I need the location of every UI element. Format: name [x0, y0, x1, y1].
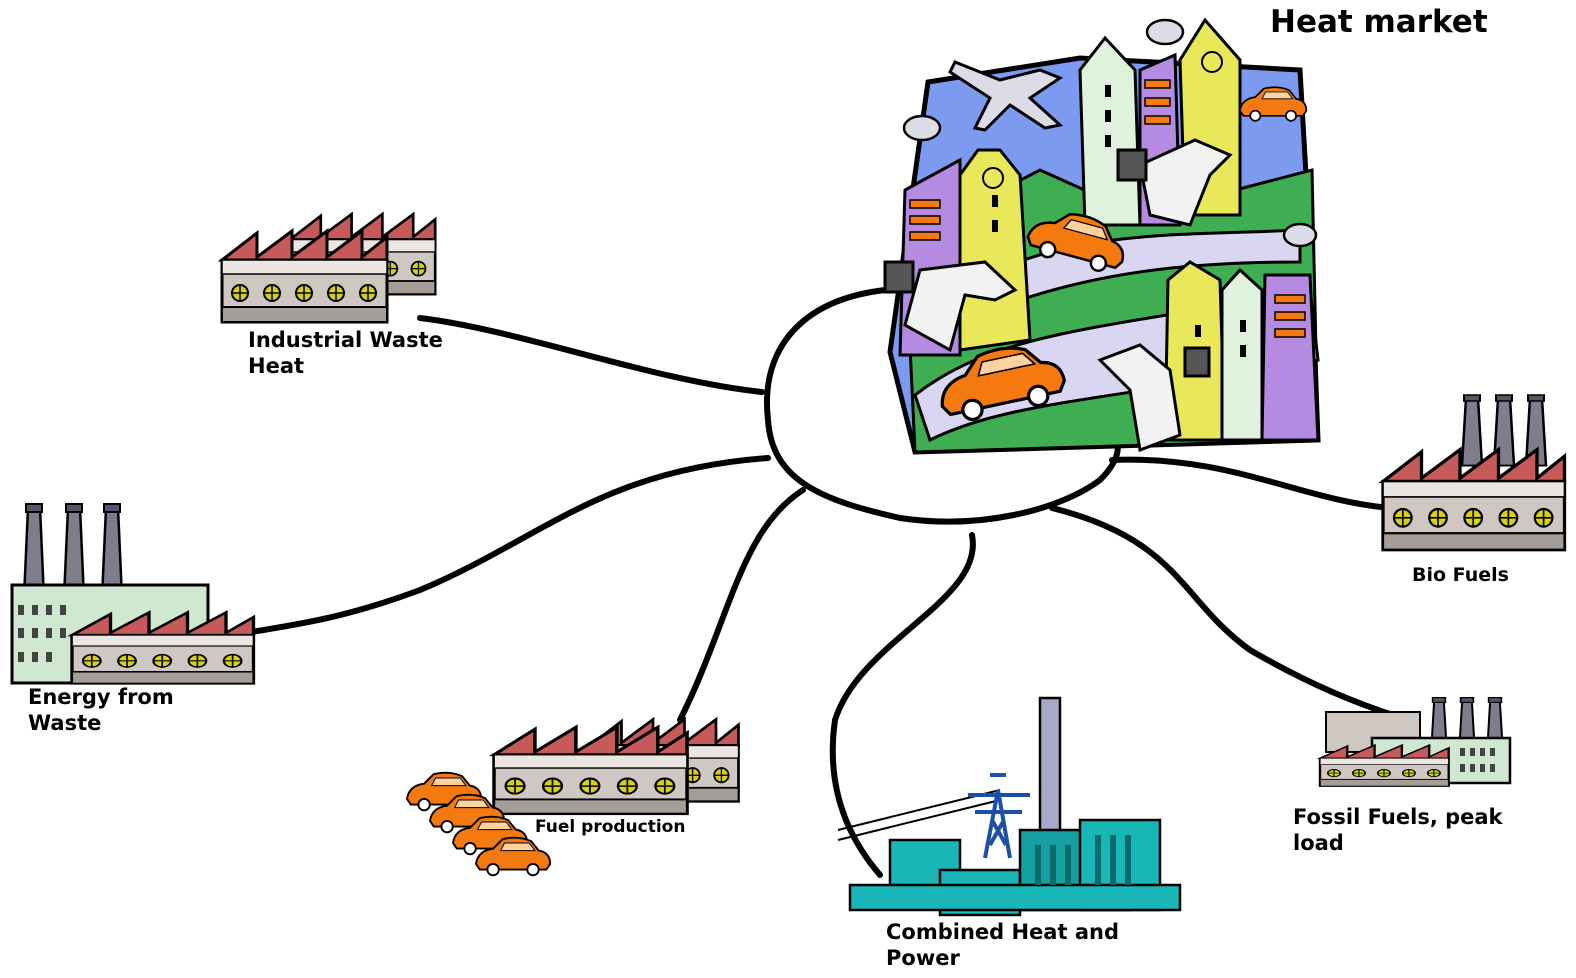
line-fuel	[677, 487, 806, 723]
fuel-production-icon	[406, 718, 740, 877]
bio-fuels-icon	[1381, 393, 1567, 552]
industrial-waste-heat-icon	[220, 212, 437, 324]
label-chp: Combined Heat and Power	[886, 920, 1119, 970]
label-industrial-waste-heat: Industrial Waste Heat	[248, 328, 443, 378]
label-energy-from-waste: Energy from Waste	[28, 685, 174, 735]
chp-plant-icon	[837, 696, 1182, 917]
city-illustration	[883, 17, 1321, 455]
label-fuel-production: Fuel production	[535, 817, 686, 837]
energy-from-waste-icon	[10, 502, 256, 686]
fossil-fuels-icon	[1318, 696, 1512, 788]
line-energy-waste	[249, 455, 771, 635]
connection-lines	[249, 287, 1411, 878]
line-industrial	[417, 315, 765, 395]
line-bio	[1109, 456, 1393, 511]
heat-market-title: Heat market	[1270, 4, 1488, 40]
label-bio-fuels: Bio Fuels	[1412, 564, 1509, 586]
line-chp	[829, 532, 976, 878]
hub-loop	[764, 287, 1121, 525]
label-fossil-fuels: Fossil Fuels, peak load	[1293, 805, 1503, 855]
line-fossil	[1049, 505, 1411, 723]
